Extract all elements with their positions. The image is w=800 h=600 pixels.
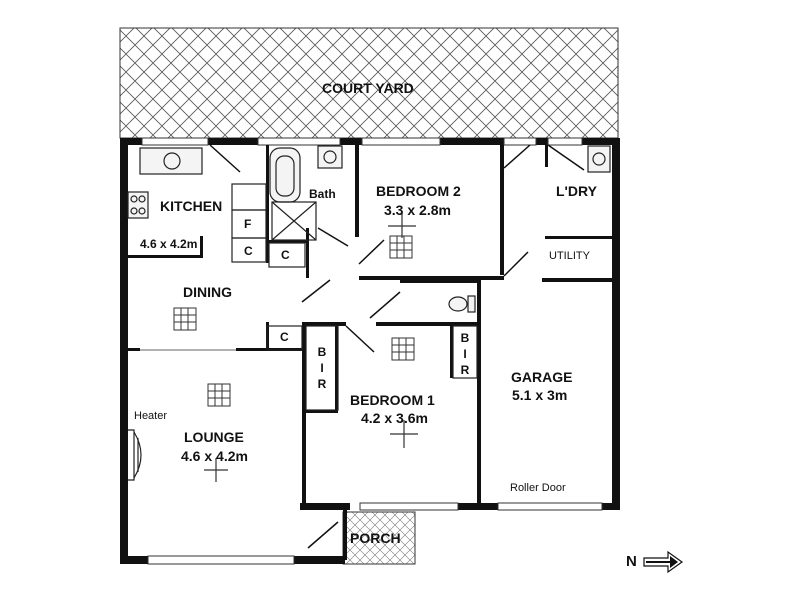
lounge-label: LOUNGE: [184, 429, 244, 445]
garage-label: GARAGE: [511, 369, 573, 385]
bedroom2-dimensions: 3.3 x 2.8m: [384, 202, 451, 218]
kitchen-label: KITCHEN: [160, 198, 223, 214]
north-arrow: [643, 550, 684, 574]
fixtures: [127, 145, 611, 481]
courtyard-label: COURT YARD: [322, 80, 414, 96]
bir-label-bedroom1: B I R: [460, 331, 470, 377]
bedroom2-label: BEDROOM 2: [376, 183, 461, 199]
laundry-label: L'DRY: [556, 183, 597, 199]
heater-label: Heater: [134, 410, 168, 422]
cupboard-label-kitchen: C: [244, 244, 253, 258]
door-swings: [140, 144, 585, 549]
roller-door-label: Roller Door: [510, 482, 566, 494]
bir-label-hall: B I R: [317, 345, 327, 391]
north-label: N: [626, 553, 637, 570]
ceiling-fixtures: [173, 212, 418, 482]
porch-area: [342, 511, 416, 565]
fridge-label: F: [244, 217, 252, 231]
lounge-dimensions: 4.6 x 4.2m: [181, 448, 248, 464]
cupboard-label-hall: C: [281, 248, 290, 262]
courtyard-area: [119, 27, 619, 139]
cupboard-label-dining: C: [280, 330, 289, 344]
dining-label: DINING: [183, 284, 232, 300]
bedroom1-dimensions: 4.2 x 3.6m: [361, 410, 428, 426]
bath-label: Bath: [309, 187, 336, 201]
interior-walls: [128, 145, 612, 560]
porch-label: PORCH: [350, 530, 401, 546]
bedroom1-label: BEDROOM 1: [350, 392, 435, 408]
utility-label: UTILITY: [549, 250, 590, 262]
windows: [141, 137, 603, 565]
garage-dimensions: 5.1 x 3m: [512, 387, 568, 403]
kitchen-dimensions: 4.6 x 4.2m: [140, 237, 198, 251]
